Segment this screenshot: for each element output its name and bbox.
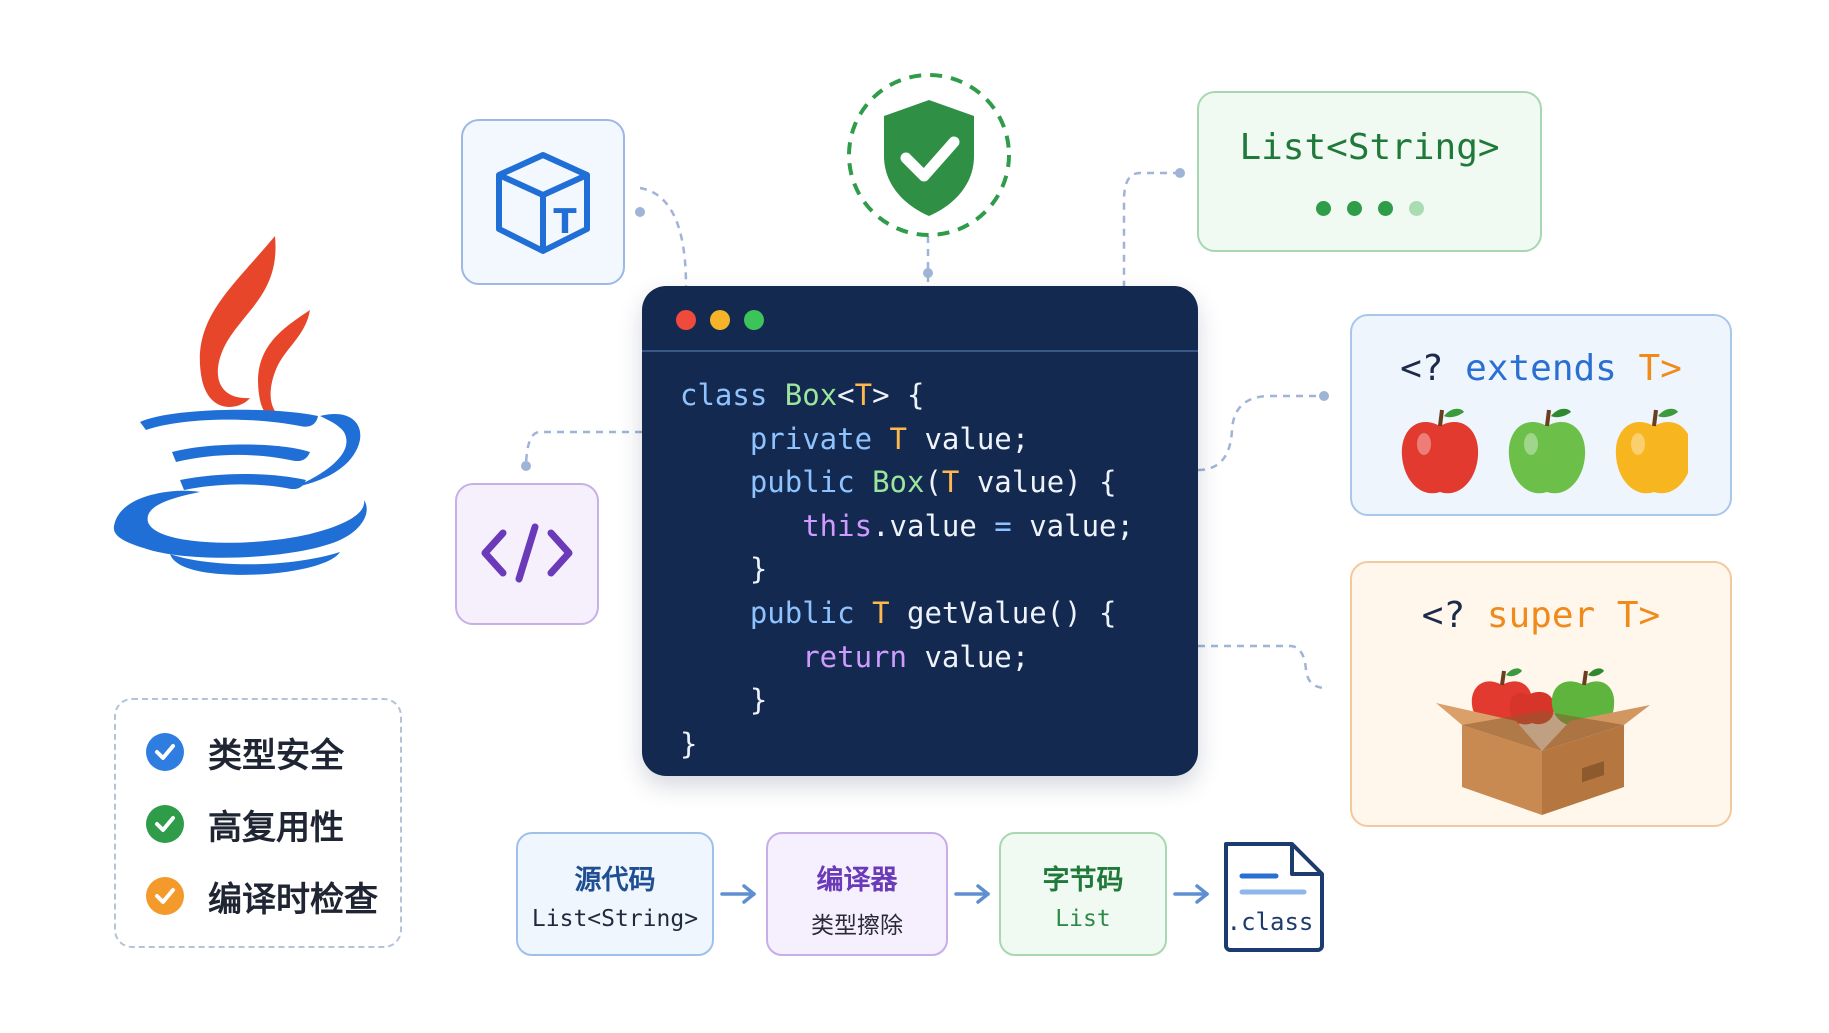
class-file-label: .class <box>1226 908 1314 936</box>
step-title: 编译器 <box>816 865 898 896</box>
code-block: class Box<T> { private T value; public B… <box>680 374 1134 766</box>
fruit-box-icon <box>1436 668 1650 815</box>
pipeline-step-bytecode: 字节码 List <box>999 832 1167 956</box>
step-subtitle: 类型擦除 <box>811 913 903 939</box>
feature-legend: 类型安全 高复用性 编译时检查 <box>114 698 402 948</box>
list-card-title: List<String> <box>1239 127 1500 168</box>
super-wildcard-card: <? super T> <box>1350 561 1732 827</box>
code-line-3: public Box(T value) { <box>749 465 1117 500</box>
svg-text:T: T <box>553 202 577 242</box>
class-file-icon <box>1224 842 1324 952</box>
legend-item-reusability: 高复用性 <box>146 804 344 848</box>
green-apple-icon <box>1508 408 1586 494</box>
pipeline-step-source: 源代码 List<String> <box>516 832 714 956</box>
java-logo-icon <box>113 236 367 575</box>
code-line-2: private T value; <box>749 421 1030 456</box>
red-apple-icon <box>1401 408 1479 494</box>
minimize-dot-icon[interactable] <box>710 310 730 330</box>
maximize-dot-icon[interactable] <box>744 310 764 330</box>
step-subtitle: List <box>1055 906 1111 932</box>
step-title: 字节码 <box>1042 865 1124 896</box>
extends-title: <? extends T> <box>1400 348 1682 389</box>
code-editor-window: class Box<T> { private T value; public B… <box>642 286 1198 776</box>
code-icon-card <box>455 483 599 625</box>
legend-label: 编译时检查 <box>208 879 378 920</box>
code-line-6: public T getValue() { <box>749 595 1117 630</box>
step-title: 源代码 <box>574 865 656 896</box>
super-title: <? super T> <box>1421 595 1661 636</box>
yellow-apple-icon <box>1615 408 1688 494</box>
code-line-4: this.value = value; <box>802 508 1134 543</box>
dot-icon <box>1377 201 1393 216</box>
check-circle-icon <box>146 805 184 843</box>
code-line-8: } <box>749 683 768 718</box>
close-dot-icon[interactable] <box>676 310 696 330</box>
check-circle-icon <box>146 733 184 771</box>
legend-label: 高复用性 <box>208 807 344 848</box>
dot-icon <box>1408 201 1424 216</box>
code-line-1: class Box<T> { <box>680 378 925 412</box>
editor-title-bar <box>642 286 1198 352</box>
element-dots <box>1199 201 1540 220</box>
dot-icon <box>1346 201 1362 216</box>
code-line-9: } <box>680 726 698 761</box>
code-brackets-icon <box>481 523 573 583</box>
list-string-card: List<String> <box>1197 91 1542 252</box>
legend-item-type-safety: 类型安全 <box>146 732 344 776</box>
step-subtitle: List<String> <box>531 906 699 932</box>
extends-wildcard-card: <? extends T> <box>1350 314 1732 516</box>
pipeline-step-compiler: 编译器 类型擦除 <box>766 832 948 956</box>
legend-item-compile-check: 编译时检查 <box>146 876 378 920</box>
code-line-5: } <box>749 552 768 587</box>
check-circle-icon <box>146 877 184 915</box>
shield-check-icon <box>847 73 1011 237</box>
code-line-7: return value; <box>802 639 1030 674</box>
dot-icon <box>1315 201 1331 216</box>
generic-type-card: T <box>461 119 625 285</box>
legend-label: 类型安全 <box>208 735 344 776</box>
apples-row <box>1401 408 1688 494</box>
cube-t-icon: T <box>496 152 590 254</box>
